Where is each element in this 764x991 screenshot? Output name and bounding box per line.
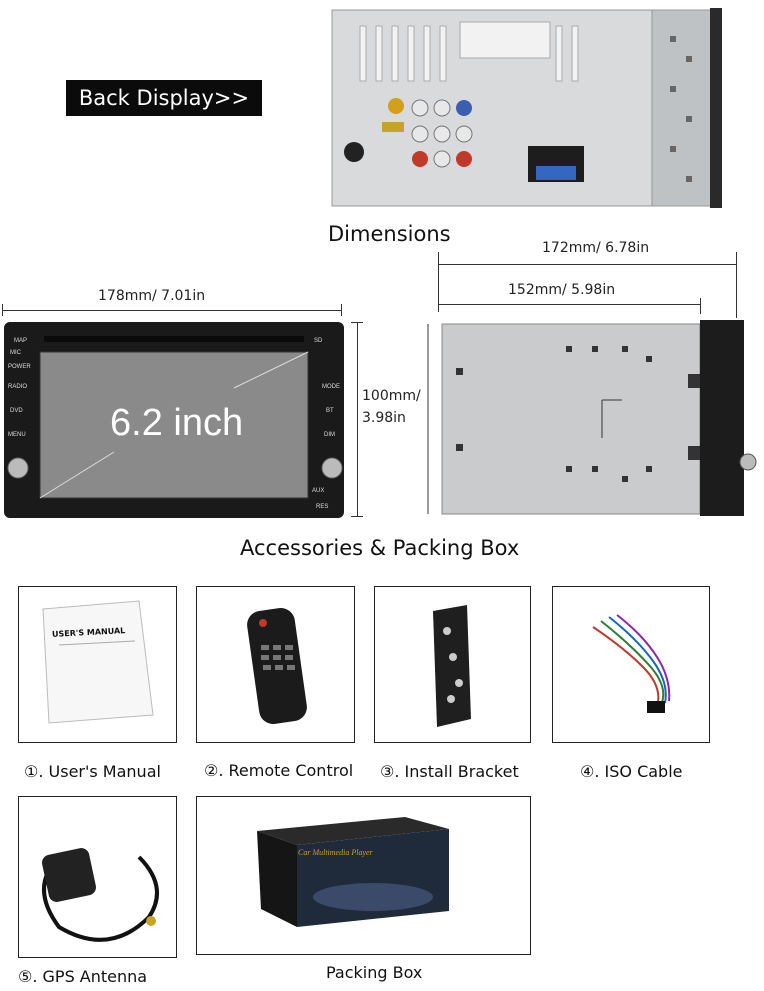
front-button-mic: MIC (10, 350, 21, 356)
manual-frame (18, 586, 177, 743)
front-button-bt: BT (326, 408, 334, 414)
front-height-tick-top (351, 322, 363, 323)
packing-box-frame (196, 796, 531, 955)
front-width-tick-left (2, 304, 3, 316)
iso-cable-frame (552, 586, 710, 743)
gps-frame (18, 796, 177, 958)
front-button-menu: MENU (8, 432, 26, 438)
front-button-dim: DIM (324, 432, 335, 438)
front-button-power: POWER (8, 364, 31, 370)
gps-antenna-image (42, 848, 159, 942)
front-height-label-1: 100mm/ (362, 388, 421, 404)
caption-packing-box: Packing Box (326, 963, 423, 982)
side-body-tick-right (700, 298, 701, 314)
side-total-tick-left (438, 252, 439, 312)
front-button-mode: MODE (322, 384, 340, 390)
side-total-line (438, 264, 736, 265)
caption-users-manual: ①. User's Manual (24, 762, 161, 781)
caption-remote-control: ②. Remote Control (204, 761, 354, 780)
caption-iso-cable: ④. ISO Cable (580, 762, 683, 781)
front-button-radio: RADIO (8, 384, 28, 390)
front-button-sd: SD (314, 338, 323, 344)
front-button-aux: AUX (312, 488, 325, 494)
remote-frame (196, 586, 355, 743)
back-chassis-image (330, 6, 724, 212)
packing-box-image (257, 817, 449, 927)
front-height-label-2: 3.98in (362, 410, 406, 426)
front-panel-image (4, 322, 344, 518)
iso-cable-image (592, 614, 671, 713)
remote-image (247, 608, 307, 724)
bracket-frame (374, 586, 531, 743)
side-body-line (438, 304, 700, 305)
front-button-map: MAP (14, 338, 28, 344)
front-height-line (357, 322, 358, 516)
front-width-line (2, 310, 342, 311)
front-button-res: RES (316, 504, 329, 510)
back-display-label: Back Display>> (66, 80, 262, 116)
box-text: Car Multimedia Player (298, 848, 373, 857)
front-width-label: 178mm/ 7.01in (98, 288, 206, 304)
caption-install-bracket: ③. Install Bracket (380, 762, 519, 781)
bracket-image (433, 605, 471, 727)
side-chassis-image (426, 316, 762, 520)
front-height-tick-bottom (351, 516, 363, 517)
dimensions-title: Dimensions (328, 222, 451, 246)
side-total-tick-right (736, 252, 737, 318)
side-body-label: 152mm/ 5.98in (508, 282, 616, 298)
screen-size-text: 6.2 inch (110, 402, 244, 444)
front-width-tick-right (341, 304, 342, 316)
caption-gps-antenna: ⑤. GPS Antenna (18, 967, 148, 986)
manual-image (42, 600, 154, 724)
accessories-title: Accessories & Packing Box (240, 536, 520, 560)
front-button-dvd: DVD (10, 408, 23, 414)
side-total-label: 172mm/ 6.78in (542, 240, 650, 256)
